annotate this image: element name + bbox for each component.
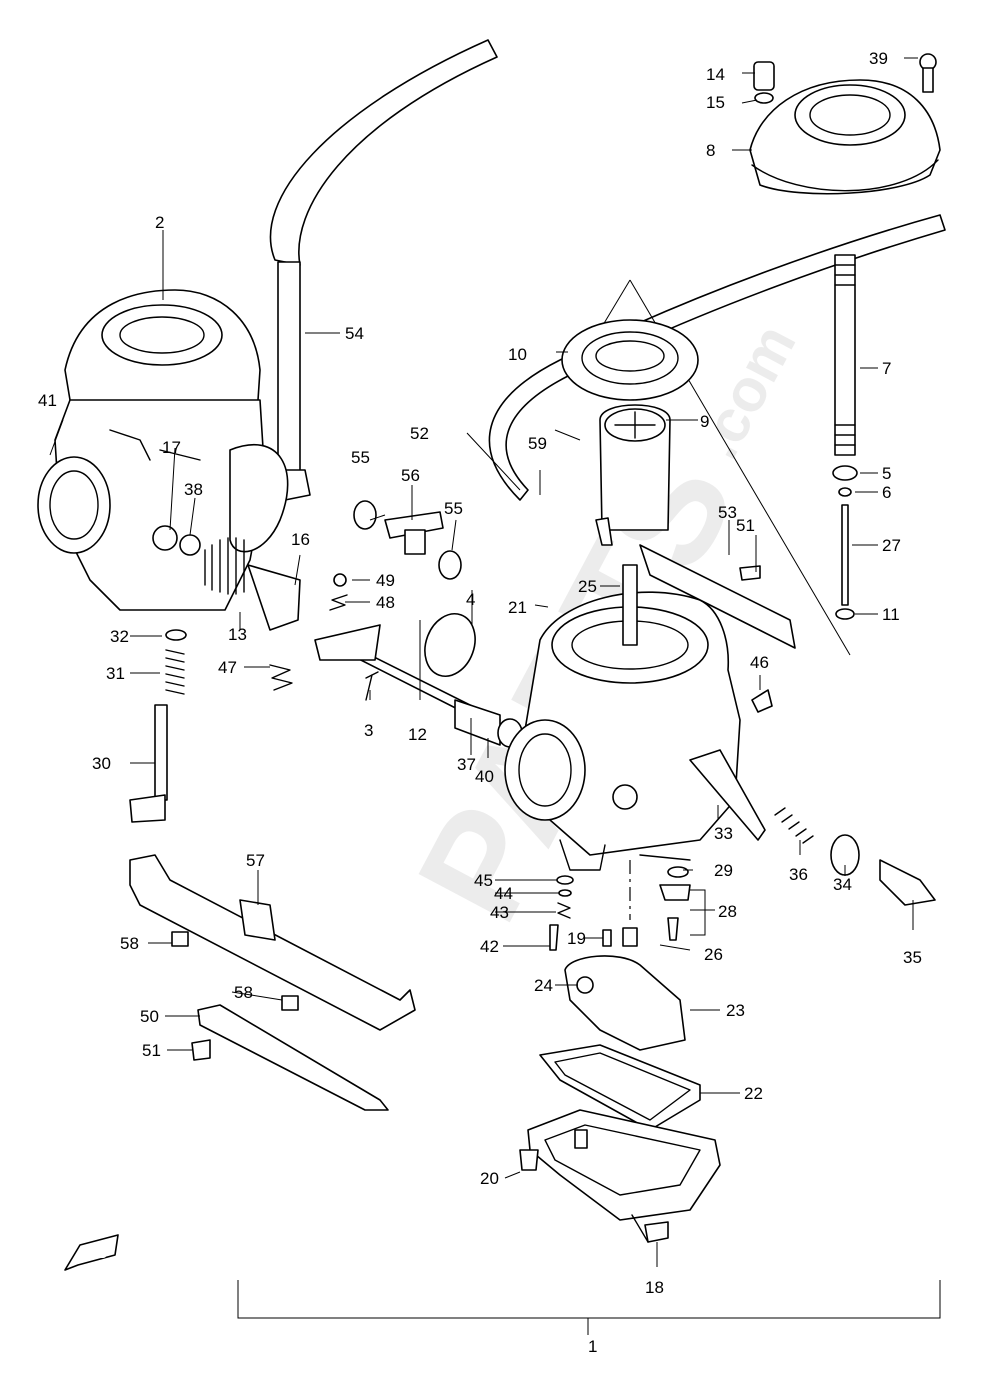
label-5: 5 — [882, 464, 891, 483]
label-49: 49 — [376, 571, 395, 590]
spring-part-13 — [204, 537, 301, 631]
label-16: 16 — [291, 530, 310, 549]
label-7: 7 — [882, 359, 891, 378]
diaphragm-part-10 — [561, 319, 699, 401]
label-48: 48 — [376, 593, 395, 612]
label-2: 2 — [155, 213, 164, 232]
label-26: 26 — [704, 945, 723, 964]
right-carburetor-body — [504, 564, 741, 871]
label-3: 3 — [364, 721, 373, 740]
label-59: 59 — [528, 434, 547, 453]
watermark-suffix: .com — [684, 314, 809, 469]
label-33: 33 — [714, 824, 733, 843]
label-24: 24 — [534, 976, 553, 995]
label-46: 46 — [750, 653, 769, 672]
label-41: 41 — [38, 391, 57, 410]
label-37: 37 — [457, 755, 476, 774]
label-4: 4 — [466, 590, 475, 609]
label-19: 19 — [567, 929, 586, 948]
label-53: 53 — [718, 503, 737, 522]
label-15: 15 — [706, 93, 725, 112]
label-30: 30 — [92, 754, 111, 773]
label-55-left: 55 — [351, 448, 370, 467]
label-56: 56 — [401, 466, 420, 485]
jet-parts — [549, 860, 691, 951]
label-leaders — [49, 57, 918, 1267]
label-31: 31 — [106, 664, 125, 683]
label-10: 10 — [508, 345, 527, 364]
label-47: 47 — [218, 658, 237, 677]
bracket-part-50 — [191, 1004, 389, 1111]
label-42: 42 — [480, 937, 499, 956]
label-27: 27 — [882, 536, 901, 555]
adjust-screw-part-30 — [129, 629, 187, 823]
label-32: 32 — [110, 627, 129, 646]
label-11: 11 — [882, 605, 900, 624]
label-38: 38 — [184, 480, 203, 499]
label-40: 40 — [475, 767, 494, 786]
label-12: 12 — [408, 725, 427, 744]
fitting-part-56 — [353, 500, 462, 580]
label-28: 28 — [718, 902, 737, 921]
gasket-part-22 — [539, 1044, 701, 1131]
fwd-badge: FWD — [64, 1234, 119, 1271]
label-29: 29 — [714, 861, 733, 880]
rod-part-12 — [344, 613, 523, 748]
label-50: 50 — [140, 1007, 159, 1026]
label-57: 57 — [246, 851, 265, 870]
top-cover-part-8 — [749, 53, 941, 195]
float-bowl — [519, 1109, 721, 1243]
piston-part-9 — [595, 404, 671, 546]
label-44: 44 — [494, 884, 513, 903]
label-34: 34 — [833, 875, 852, 894]
label-43: 43 — [490, 903, 509, 922]
throttle-shaft-part-33 — [689, 749, 936, 906]
label-55-right: 55 — [444, 499, 463, 518]
label-8: 8 — [706, 141, 715, 160]
bracket-part-53 — [639, 544, 796, 649]
label-39: 39 — [869, 49, 888, 68]
label-51-top: 51 — [736, 516, 755, 535]
label-36: 36 — [789, 865, 808, 884]
label-17: 17 — [162, 438, 181, 457]
label-1: 1 — [588, 1337, 597, 1356]
label-20: 20 — [480, 1169, 499, 1188]
label-9: 9 — [700, 412, 709, 431]
small-parts-47-48-49 — [269, 573, 381, 701]
bracket-part-57 — [129, 854, 416, 1031]
label-18: 18 — [645, 1278, 664, 1297]
label-25: 25 — [578, 577, 597, 596]
label-54: 54 — [345, 324, 364, 343]
assembly-bracket — [237, 1280, 941, 1335]
label-58-right: 58 — [234, 983, 253, 1002]
hose-part-52 — [488, 214, 946, 501]
label-21: 21 — [508, 598, 527, 617]
label-23: 23 — [726, 1001, 745, 1020]
label-58-left: 58 — [120, 934, 139, 953]
hose-part-54 — [269, 39, 498, 501]
label-14: 14 — [706, 65, 725, 84]
label-6: 6 — [882, 483, 891, 502]
fwd-badge-text: FWD — [82, 1249, 107, 1261]
float-part-23 — [564, 955, 686, 1051]
part-labels: 1 2 3 4 5 6 7 8 9 10 11 12 13 14 15 16 1… — [38, 49, 922, 1356]
label-13: 13 — [228, 625, 247, 644]
label-51-bottom: 51 — [142, 1041, 161, 1060]
needle-part-7 — [832, 254, 858, 620]
label-22: 22 — [744, 1084, 763, 1103]
screw-part-46 — [751, 689, 773, 713]
label-35: 35 — [903, 948, 922, 967]
label-45: 45 — [474, 871, 493, 890]
label-52: 52 — [410, 424, 429, 443]
